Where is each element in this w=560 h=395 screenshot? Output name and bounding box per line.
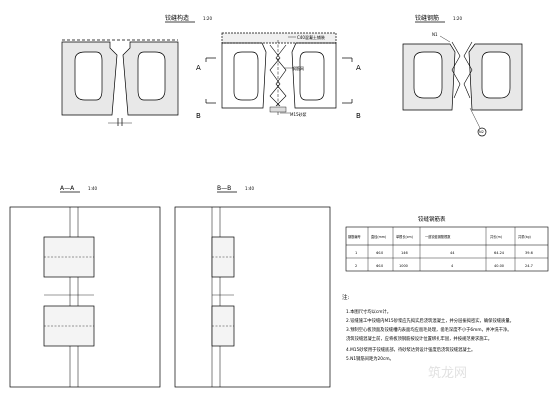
table-cell: 40.00 — [494, 264, 504, 268]
mid-left-slab — [221, 42, 267, 109]
section-bb-view: B—B 1:40 — [174, 185, 331, 388]
watermark: 筑龙网 — [428, 366, 468, 381]
joint-structure-title: 铰缝构造 — [165, 14, 189, 22]
joint-rebar-view: 铰缝钢筋 1:20 N1 N2 — [402, 14, 523, 137]
n1-label: N1 — [432, 32, 438, 37]
section-bb-outline — [174, 206, 331, 388]
table-header-count: 一道铰缝钢筋根数 — [425, 234, 451, 239]
section-marker-b-left: B — [196, 112, 201, 120]
section-aa-scale: 1:40 — [88, 186, 97, 191]
note-line: 1.本图尺寸均以cm计。 — [346, 310, 392, 315]
right-void — [137, 51, 166, 101]
table-cell: Φ10 — [376, 264, 383, 268]
section-marker-a-right: A — [356, 64, 361, 72]
table-header-total-length: 共长(m) — [490, 234, 502, 239]
note-line: 5.N1钢筋间距为20cm。 — [346, 357, 394, 362]
table-cell: 1000 — [399, 264, 408, 268]
table-header-diameter: 直径(mm) — [371, 234, 386, 239]
left-void — [74, 51, 103, 101]
table-cell: 64.24 — [494, 251, 505, 255]
note-line: 2.铰缝施工中铰缝内M15砂浆应先捣实后浇筑混凝土，并分层振捣密实，确保铰缝质量… — [346, 319, 514, 324]
m15-label: M15砂浆 — [290, 111, 307, 117]
table-cell: 1 — [355, 251, 357, 255]
joint-rebar-title: 铰缝钢筋 — [415, 14, 439, 22]
n2-label: N2 — [479, 130, 484, 134]
rebar-callout-circle — [477, 127, 487, 137]
table-cell: 24.7 — [525, 264, 533, 268]
table-cell: Φ10 — [376, 251, 383, 255]
section-marker-b-right: B — [356, 112, 361, 120]
note-line: 浇筑铰缝混凝土前，应将板顶钢筋按设计位置绑扎牢固，并按规范要求施工。 — [346, 337, 493, 342]
section-bb-scale: 1:40 — [245, 186, 254, 191]
joint-structure-view: 铰缝构造 1:20 — [61, 14, 212, 126]
note-line: 4.M15砂浆用于铰缝底部，待砂浆达到设计强度后浇筑铰缝混凝土。 — [346, 348, 476, 353]
zigzag-rebar — [269, 44, 281, 107]
section-aa-outline — [9, 206, 161, 388]
mid-right-slab — [291, 42, 337, 109]
table-header-unit-length: 单根长(cm) — [396, 234, 413, 239]
section-aa-title: A—A — [60, 185, 75, 192]
rebar-table: 铰缝钢筋表 钢筋编号 直径(mm) 单根长(cm) 一道铰缝钢筋根数 共长(m)… — [345, 215, 549, 272]
table-cell: 44 — [450, 251, 455, 255]
joint-structure-scale: 1:20 — [203, 16, 212, 21]
table-cell: 146 — [401, 251, 408, 255]
notes-heading: 注: — [342, 295, 350, 301]
c40-label: C40混凝土铺装 — [297, 34, 325, 40]
section-aa-view: A—A 1:40 — [9, 185, 161, 388]
rebar-mesh-label: 钢筋网 — [292, 65, 304, 71]
rebar-table-title: 铰缝钢筋表 — [418, 215, 446, 223]
section-bb-title: B—B — [217, 185, 231, 192]
table-header-total-weight: 共重(kg) — [518, 234, 531, 239]
table-cell: 39.6 — [525, 251, 533, 255]
table-header-bar-id: 钢筋编号 — [348, 234, 361, 239]
table-cell: 4 — [451, 264, 454, 268]
c40-layer — [221, 32, 337, 44]
table-cell: 2 — [355, 264, 357, 268]
joint-rebar-scale: 1:20 — [453, 16, 462, 21]
note-line: 3.预制空心板顶面及铰缝槽内表面均应凿毛处理，凿毛深度不小于6mm，并冲洗干净。 — [346, 328, 512, 333]
section-marker-a-left: A — [196, 64, 201, 72]
joint-section-view: C40混凝土铺装 钢筋网 M15砂浆 A B A B — [196, 32, 361, 120]
